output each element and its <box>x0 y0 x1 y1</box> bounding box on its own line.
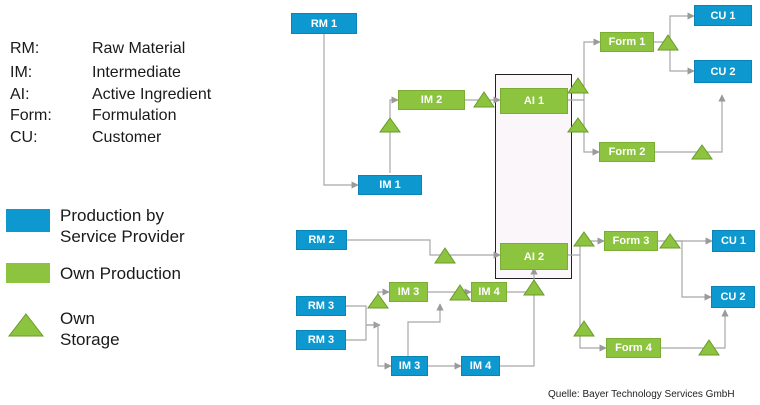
node-rm3-a: RM 3 <box>296 296 346 316</box>
legend-definition: Formulation <box>92 107 177 124</box>
node-form3: Form 3 <box>604 231 658 251</box>
connector <box>669 42 695 75</box>
connector <box>389 96 399 173</box>
node-rm3-b: RM 3 <box>296 330 346 350</box>
source-caption: Quelle: Bayer Technology Services GmbH <box>548 389 735 400</box>
storage-triangle-icon <box>573 231 595 247</box>
legend-definition: Customer <box>92 129 162 146</box>
storage-triangle-icon <box>567 77 589 94</box>
connector <box>347 239 501 259</box>
storage-triangle-icon <box>523 279 545 296</box>
legend-definition: Raw Material <box>92 40 186 57</box>
service-provider-label: Production by Service Provider <box>60 205 185 247</box>
node-im4-green: IM 4 <box>471 282 507 302</box>
connector <box>500 293 535 367</box>
legend-abbr: Form: <box>10 107 52 124</box>
connector <box>346 325 367 341</box>
storage-triangle-icon <box>473 91 495 108</box>
legend-abbr: AI: <box>10 86 30 103</box>
own-production-label: Own Production <box>60 264 181 283</box>
legend-abbr: RM: <box>10 40 40 57</box>
storage-triangle-icon <box>657 34 679 51</box>
connector <box>568 38 601 101</box>
node-cu2-top: CU 2 <box>694 60 752 83</box>
own-storage-triangle-icon <box>8 313 44 337</box>
connector <box>579 255 607 352</box>
storage-triangle-icon <box>367 293 389 309</box>
storage-triangle-icon <box>691 144 713 160</box>
node-rm2: RM 2 <box>296 230 347 250</box>
connector <box>669 240 712 301</box>
service-provider-swatch <box>6 209 50 232</box>
service-provider-line1: Production by <box>60 206 164 225</box>
node-cu1-bottom: CU 1 <box>712 230 755 252</box>
node-im3-blue: IM 3 <box>391 356 428 376</box>
connector <box>323 33 359 189</box>
legend-abbr: CU: <box>10 129 38 146</box>
node-rm1: RM 1 <box>291 13 357 34</box>
storage-triangle-icon <box>449 284 471 301</box>
legend-abbr: IM: <box>10 64 33 81</box>
own-storage-line2: Storage <box>60 330 120 349</box>
own-storage-line1: Own <box>60 309 95 328</box>
connector <box>568 237 605 256</box>
legend-row-im: IM: Intermediate <box>0 64 260 84</box>
service-provider-line2: Service Provider <box>60 227 185 246</box>
connector <box>366 324 392 370</box>
node-im1: IM 1 <box>358 175 422 195</box>
own-storage-label: Own Storage <box>60 308 120 350</box>
connector <box>655 94 726 153</box>
connector <box>346 305 381 329</box>
connector <box>583 100 600 156</box>
legend-definition: Active Ingredient <box>92 86 212 103</box>
node-im4-blue: IM 4 <box>461 356 500 376</box>
node-ai2: AI 2 <box>500 243 568 270</box>
legend-row-rm: RM: Raw Material <box>0 40 260 60</box>
storage-triangle-icon <box>573 320 595 337</box>
node-im3-green: IM 3 <box>389 282 428 302</box>
connector <box>654 12 695 43</box>
legend-row-form: Form: Formulation <box>0 107 260 127</box>
own-production-swatch <box>6 263 50 283</box>
connector <box>407 303 444 356</box>
storage-triangle-icon <box>698 339 720 356</box>
node-ai1: AI 1 <box>500 88 568 114</box>
node-form2: Form 2 <box>599 142 655 162</box>
legend-row-cu: CU: Customer <box>0 129 260 149</box>
storage-triangle-icon <box>379 117 401 133</box>
storage-triangle-icon <box>434 247 456 264</box>
legend-definition: Intermediate <box>92 64 181 81</box>
node-form1: Form 1 <box>600 32 654 52</box>
node-cu2-bottom: CU 2 <box>711 286 755 308</box>
legend-row-ai: AI: Active Ingredient <box>0 86 260 106</box>
storage-triangle-icon <box>567 117 589 133</box>
node-cu1-top: CU 1 <box>694 5 752 26</box>
connector <box>661 309 729 349</box>
node-im2: IM 2 <box>398 90 465 110</box>
storage-triangle-icon <box>659 233 681 249</box>
node-form4: Form 4 <box>606 338 661 358</box>
